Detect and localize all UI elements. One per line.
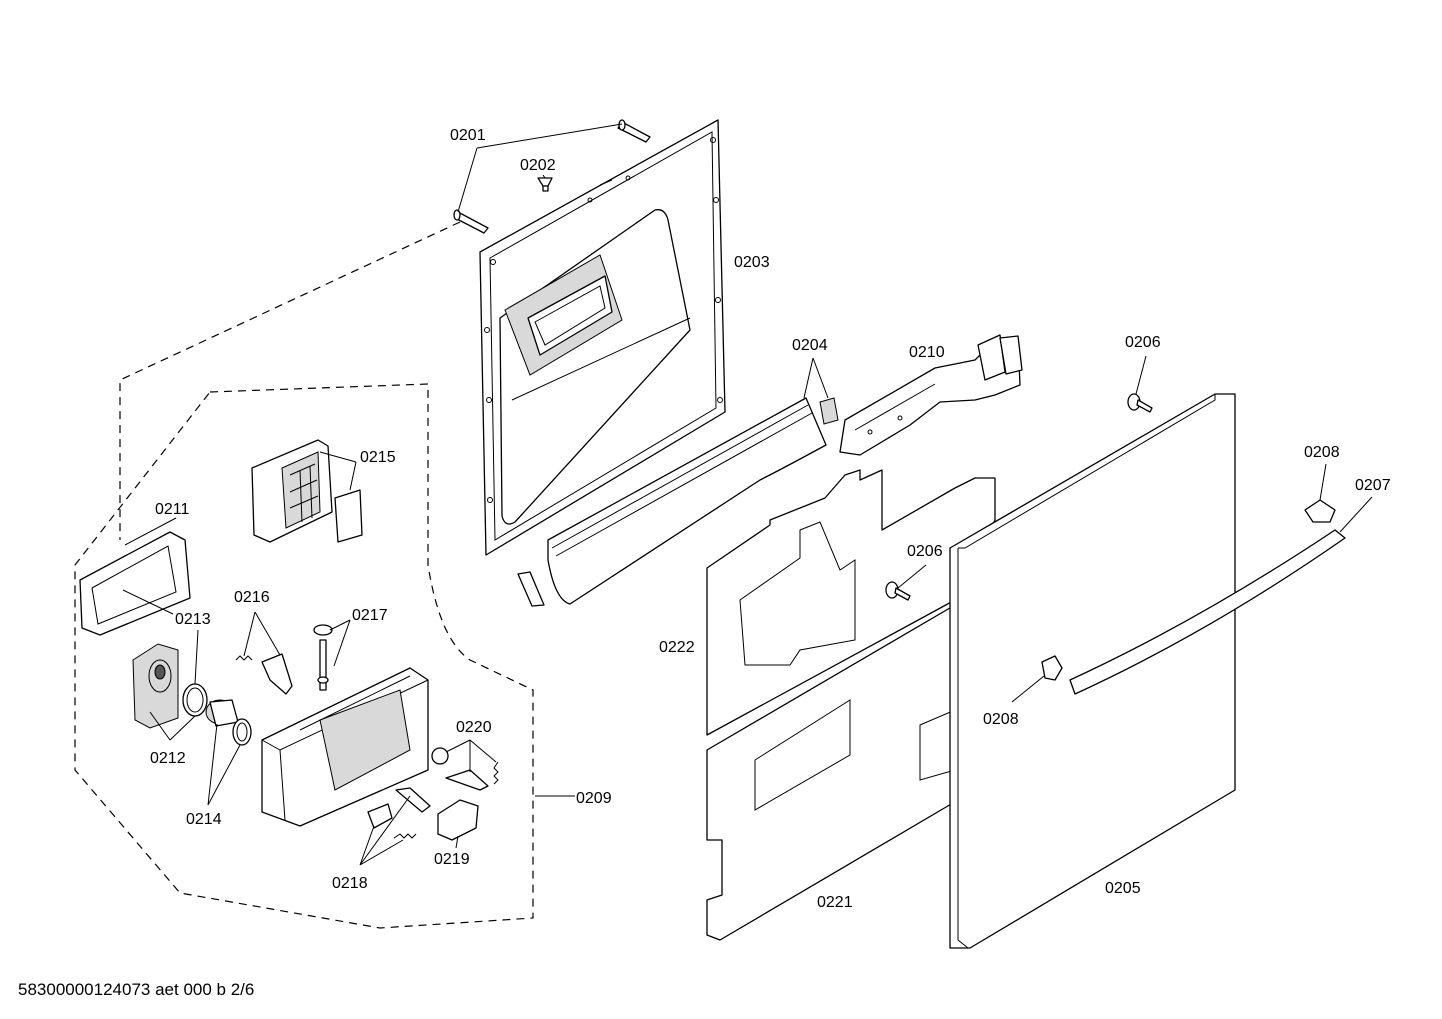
leader-0215 [319, 451, 357, 491]
lever-0216 [261, 653, 293, 695]
handle-bar-0207 [1069, 529, 1346, 695]
label-0206a: 0206 [1125, 334, 1161, 351]
leader-0208a [1319, 463, 1327, 501]
label-0213: 0213 [175, 611, 211, 628]
dispenser-lid-0214 [205, 699, 239, 727]
label-0221: 0221 [817, 894, 853, 911]
label-0209: 0209 [576, 790, 612, 807]
leader-0211 [124, 517, 177, 546]
label-0207: 0207 [1355, 477, 1391, 494]
label-0205: 0205 [1105, 880, 1141, 897]
screw-0206-upper [1127, 393, 1153, 413]
label-0201: 0201 [450, 127, 486, 144]
leader-0216 [243, 611, 281, 657]
handle-end-cap-0208-upper [1304, 499, 1336, 523]
seal-ring-0214 [232, 718, 252, 746]
seal-ring-0213 [182, 683, 208, 717]
screw-0206-lower [885, 581, 911, 601]
filter-pad-0215 [334, 489, 363, 543]
label-0220: 0220 [456, 719, 492, 736]
leader-0206b [897, 564, 927, 589]
leader-0217 [329, 619, 351, 667]
label-0208a: 0208 [1304, 444, 1340, 461]
leader-0218 [359, 795, 411, 866]
label-0204: 0204 [792, 337, 828, 354]
label-0214: 0214 [186, 811, 222, 828]
label-0215: 0215 [360, 449, 396, 466]
leader-0208b [1011, 675, 1045, 703]
label-0211: 0211 [155, 501, 190, 518]
inner-door-panel-0203 [479, 119, 726, 556]
pin-0217 [313, 624, 333, 691]
label-0218: 0218 [332, 875, 368, 892]
handle-end-cap-0208-lower [1041, 655, 1063, 681]
ball-0220 [431, 747, 449, 765]
dosing-cover-0212 [132, 643, 179, 729]
label-0212: 0212 [150, 750, 186, 767]
label-0203: 0203 [734, 254, 770, 271]
lever-0220 [445, 769, 489, 791]
slider-0218 [367, 803, 393, 829]
leader-0214 [207, 723, 241, 806]
label-0210: 0210 [909, 344, 945, 361]
leader-0202 [542, 174, 546, 179]
outer-dashed-assembly-outline [119, 221, 461, 540]
lever-0218 [395, 787, 431, 813]
door-seal-strip-0204 [517, 397, 839, 607]
hinge-bracket-0210 [839, 334, 1023, 456]
filter-frame-0215 [251, 439, 333, 543]
screw-0201-lower [453, 209, 489, 234]
spring-0218 [393, 833, 417, 839]
spring-0220 [493, 761, 499, 785]
screw-0201-upper [617, 119, 651, 143]
dosing-unit-dashed-outline-0209 [74, 383, 534, 929]
label-0217: 0217 [352, 607, 388, 624]
clip-0202 [537, 177, 553, 192]
leader-0201 [457, 123, 623, 213]
dosing-housing-0209 [261, 667, 429, 827]
leader-0213 [122, 589, 199, 685]
leader-0219 [455, 835, 459, 849]
leader-0206a [1135, 355, 1147, 395]
label-0208b: 0208 [983, 711, 1019, 728]
switch-0219 [437, 799, 479, 841]
label-0202: 0202 [520, 157, 556, 174]
document-code: 58300000124073 aet 000 b 2/6 [18, 980, 255, 999]
label-0216: 0216 [234, 589, 270, 606]
label-0206b: 0206 [907, 543, 943, 560]
leader-0212 [149, 711, 196, 741]
leader-0207 [1339, 496, 1373, 533]
leader-0204 [803, 357, 829, 399]
label-0222: 0222 [659, 639, 695, 656]
leader-0220 [445, 739, 497, 772]
spring-0216 [235, 655, 253, 661]
dosing-frame-0211 [79, 531, 191, 636]
label-0219: 0219 [434, 851, 470, 868]
